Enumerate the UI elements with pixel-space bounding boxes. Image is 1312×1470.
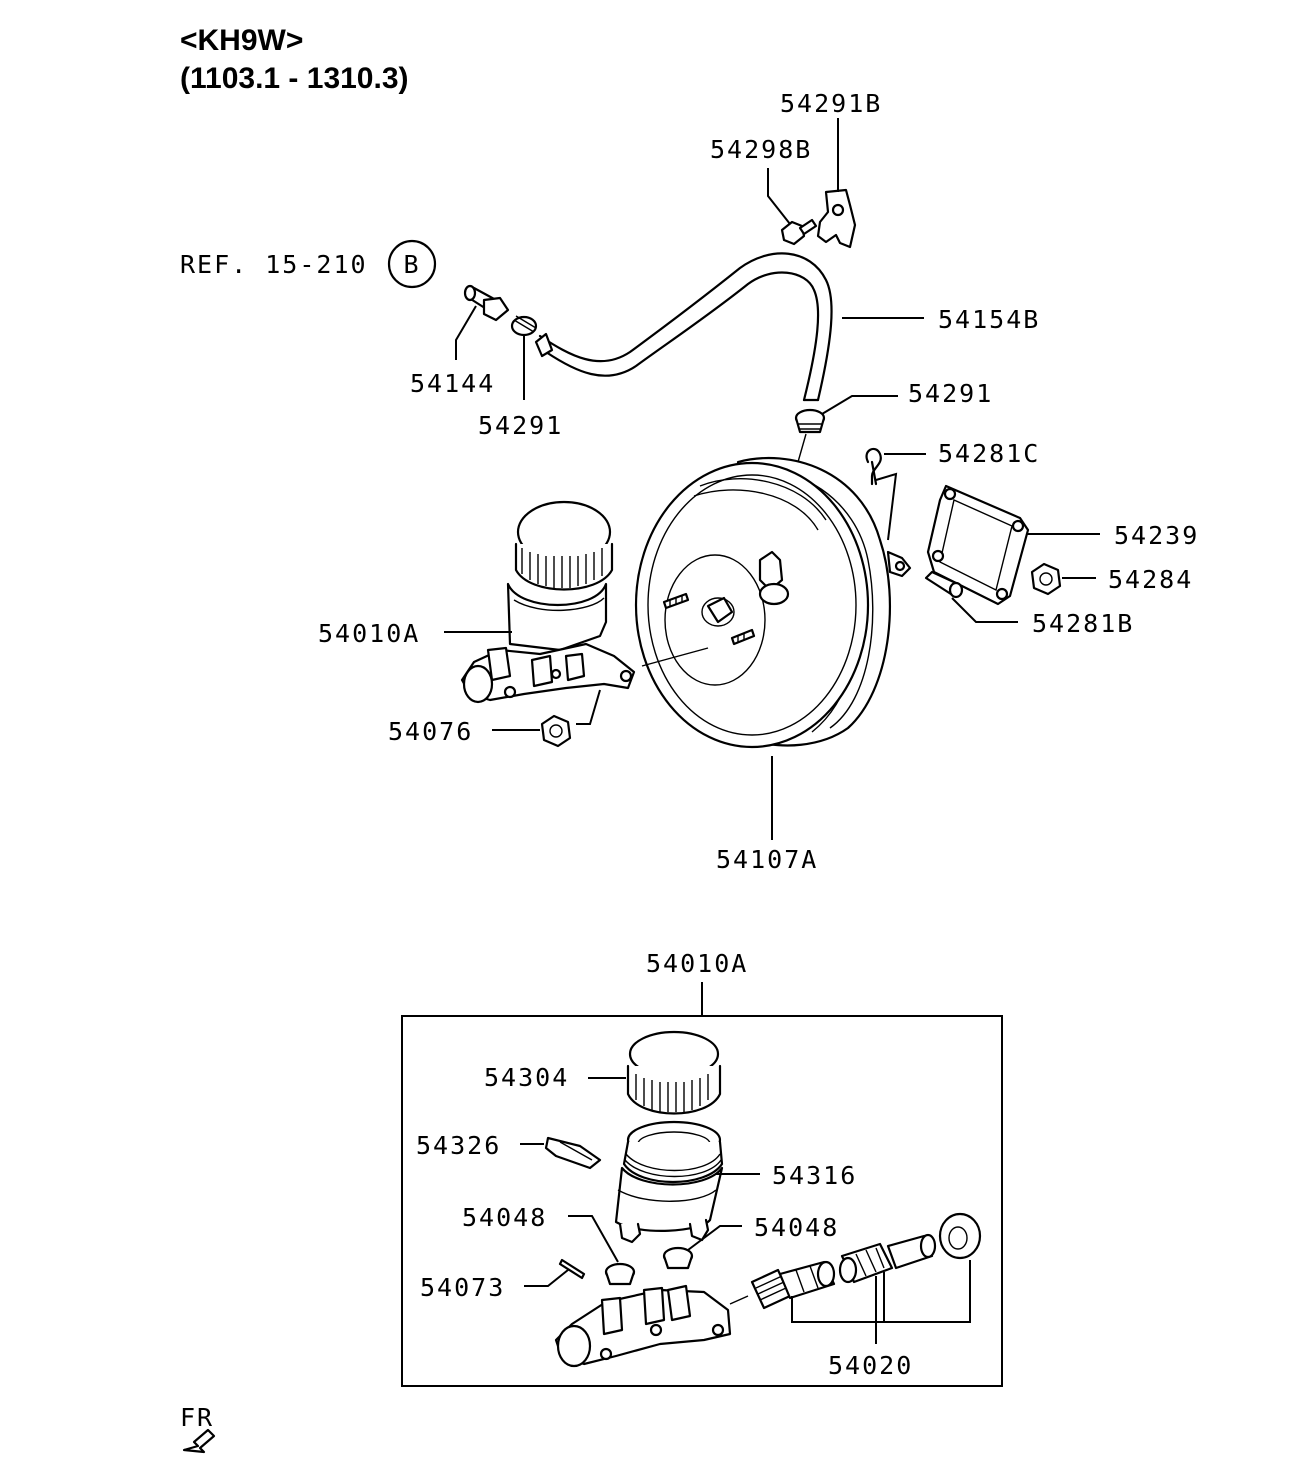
label-54281C[interactable]: 54281C bbox=[938, 439, 1040, 468]
label-54020[interactable]: 54020 bbox=[828, 1351, 913, 1380]
part-54048-grommet-left[interactable] bbox=[604, 1262, 636, 1286]
reference-badge-letter: B bbox=[403, 250, 420, 279]
label-54010A-box[interactable]: 54010A bbox=[646, 949, 748, 978]
label-54048-left[interactable]: 54048 bbox=[462, 1203, 547, 1232]
label-54010A-top[interactable]: 54010A bbox=[318, 619, 420, 648]
front-arrow-icon bbox=[182, 1428, 216, 1454]
reference-text[interactable]: REF. 15-210 bbox=[180, 250, 368, 279]
part-54048-grommet-right[interactable] bbox=[662, 1246, 694, 1270]
label-54073[interactable]: 54073 bbox=[420, 1273, 505, 1302]
part-54239-gasket[interactable] bbox=[926, 484, 1030, 606]
label-54304[interactable]: 54304 bbox=[484, 1063, 569, 1092]
label-54281B[interactable]: 54281B bbox=[1032, 609, 1134, 638]
label-54107A[interactable]: 54107A bbox=[716, 845, 818, 874]
label-54326[interactable]: 54326 bbox=[416, 1131, 501, 1160]
part-54316-reservoir[interactable] bbox=[614, 1120, 724, 1244]
orientation-label: FR bbox=[180, 1403, 214, 1432]
label-54298B[interactable]: 54298B bbox=[710, 135, 812, 164]
part-54326-filter[interactable] bbox=[544, 1136, 602, 1170]
label-54154B[interactable]: 54154B bbox=[938, 305, 1040, 334]
part-54073-pin[interactable] bbox=[558, 1258, 586, 1280]
part-54154B-vacuum-hose[interactable] bbox=[534, 252, 833, 402]
label-54144[interactable]: 54144 bbox=[410, 369, 495, 398]
part-54020-piston-kit[interactable] bbox=[750, 1212, 982, 1310]
label-54291B[interactable]: 54291B bbox=[780, 89, 882, 118]
reference-badge[interactable]: B bbox=[387, 239, 437, 289]
label-54076[interactable]: 54076 bbox=[388, 717, 473, 746]
label-54316[interactable]: 54316 bbox=[772, 1161, 857, 1190]
part-54298B-bolt[interactable] bbox=[780, 218, 818, 246]
part-54107A-brake-booster[interactable] bbox=[634, 456, 912, 749]
part-54291B-bracket[interactable] bbox=[816, 188, 857, 249]
part-master-cylinder-body[interactable] bbox=[554, 1284, 749, 1368]
part-54144-fitting[interactable] bbox=[463, 284, 510, 322]
label-54291-right[interactable]: 54291 bbox=[908, 379, 993, 408]
production-range: (1103.1 - 1310.3) bbox=[180, 62, 409, 95]
part-54291-clamp-right[interactable] bbox=[794, 408, 826, 434]
label-54239[interactable]: 54239 bbox=[1114, 521, 1199, 550]
label-54284[interactable]: 54284 bbox=[1108, 565, 1193, 594]
part-54281B-pin[interactable] bbox=[924, 570, 964, 599]
label-54291-left[interactable]: 54291 bbox=[478, 411, 563, 440]
part-54281C-clip[interactable] bbox=[865, 447, 882, 486]
exploded-view-frame bbox=[401, 1015, 1003, 1387]
part-54291-clamp-left[interactable] bbox=[510, 315, 538, 337]
part-54284-nut[interactable] bbox=[1030, 562, 1062, 596]
part-54076-nut[interactable] bbox=[540, 714, 572, 748]
part-54304-reservoir-cap[interactable] bbox=[626, 1030, 722, 1115]
model-code: <KH9W> bbox=[180, 24, 303, 57]
label-54048-right[interactable]: 54048 bbox=[754, 1213, 839, 1242]
part-54010A-master-cylinder[interactable] bbox=[460, 500, 636, 704]
